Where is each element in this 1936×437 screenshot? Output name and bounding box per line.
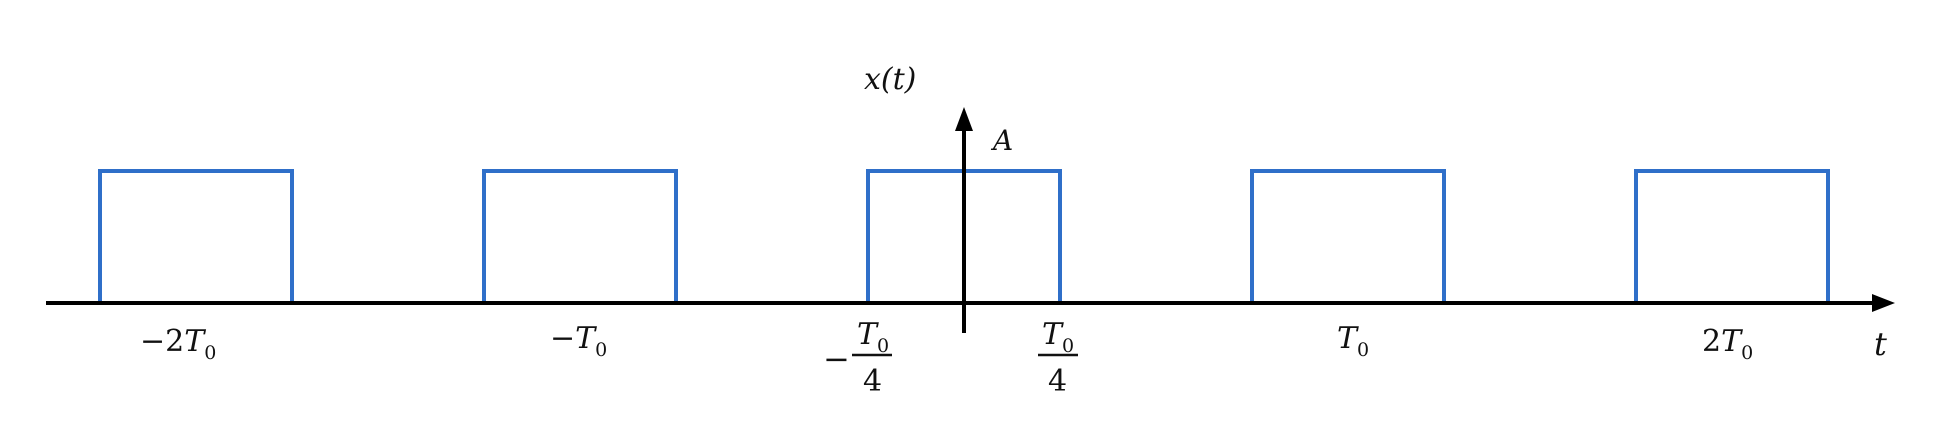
- tick-label-neg-quarter: − T0 4: [823, 317, 892, 399]
- svg-text:−T0: −T0: [550, 321, 607, 361]
- pulse: [482, 169, 678, 303]
- svg-text:T0: T0: [1042, 317, 1074, 357]
- tick-label-neg-T0: −T0: [550, 321, 607, 361]
- tick-symbol: T: [1042, 317, 1064, 352]
- svg-text:T0: T0: [857, 317, 889, 357]
- tick-sign: −2: [140, 324, 184, 359]
- svg-text:−2T0: −2T0: [140, 324, 216, 364]
- tick-denominator: 4: [863, 364, 882, 399]
- tick-label-neg-2T0: −2T0: [140, 324, 216, 364]
- tick-subscript: 0: [595, 339, 607, 361]
- tick-subscript: 0: [1741, 342, 1753, 364]
- tick-label-pos-T0: T0: [1337, 321, 1369, 361]
- svg-text:2T0: 2T0: [1702, 324, 1753, 364]
- tick-subscript: 0: [1062, 335, 1074, 357]
- tick-label-pos-quarter: T0 4: [1038, 317, 1078, 399]
- tick-sign: −: [550, 321, 575, 356]
- tick-subscript: 0: [1357, 339, 1369, 361]
- tick-sign: 2: [1702, 324, 1721, 359]
- tick-subscript: 0: [204, 342, 216, 364]
- tick-symbol: T: [184, 324, 206, 359]
- tick-denominator: 4: [1048, 364, 1067, 399]
- amplitude-label: A: [990, 124, 1013, 157]
- pulse: [1634, 169, 1830, 303]
- time-axis-arrowhead: [1872, 294, 1895, 312]
- tick-label-pos-2T0: 2T0: [1702, 324, 1753, 364]
- amplitude-axis: [955, 107, 973, 333]
- pulse: [98, 169, 294, 303]
- time-axis: [46, 294, 1895, 312]
- amplitude-axis-arrowhead: [955, 107, 973, 131]
- x-axis-label: t: [1874, 325, 1887, 363]
- tick-symbol: T: [575, 321, 597, 356]
- tick-subscript: 0: [877, 335, 889, 357]
- svg-text:T0: T0: [1337, 321, 1369, 361]
- tick-sign: −: [823, 340, 850, 378]
- tick-symbol: T: [1337, 321, 1359, 356]
- tick-symbol: T: [1721, 324, 1743, 359]
- y-axis-label: x(t): [864, 62, 916, 97]
- pulse: [1250, 169, 1446, 303]
- tick-symbol: T: [857, 317, 879, 352]
